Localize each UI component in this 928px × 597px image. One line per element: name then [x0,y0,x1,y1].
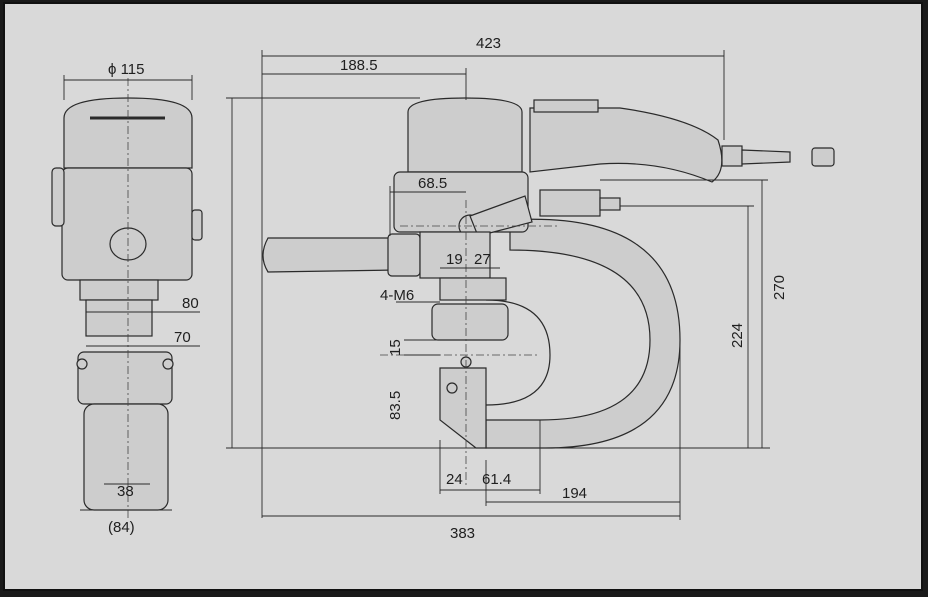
dim-80: 80 [182,295,199,312]
die-frame [77,351,173,405]
side-handle [262,237,397,273]
hose-coupler [811,147,835,167]
valve-fitting [599,197,621,211]
punch-holder [85,299,153,337]
side-view [262,97,835,449]
dim-27: 27 [474,251,491,268]
dim-4-m6: 4-M6 [380,287,414,304]
handle-top [533,99,599,113]
front-view-dimension-lines [63,75,200,511]
punch-adapter [431,303,509,341]
side-view-centerlines [380,200,560,486]
bolt-right [162,358,174,370]
dim-224: 224 [729,323,746,348]
side-boss-right [191,209,203,241]
hose-spring [741,149,791,165]
valve-block [539,189,601,217]
pistol-handle [529,107,723,183]
side-boss-left [51,167,65,227]
side-handle-collar [387,233,421,277]
ram-guide [439,277,507,301]
dim-38: 38 [117,483,134,500]
dim-188-5: 188.5 [340,57,378,74]
dim-68-5: 68.5 [418,175,447,192]
dim-19: 19 [446,251,463,268]
dim-423: 423 [476,35,501,52]
neck [79,279,159,301]
dim-61-4: 61.4 [482,471,511,488]
dim-diameter: ϕ 115 [108,61,144,78]
bolt-left [76,358,88,370]
motor-body [61,167,193,281]
dim-194: 194 [562,485,587,502]
air-fitting [721,145,743,167]
dim-383: 383 [450,525,475,542]
dim-270: 270 [771,275,788,300]
dim-24: 24 [446,471,463,488]
dim-70: 70 [174,329,191,346]
die-bolt [446,382,458,394]
dim-15: 15 [387,339,404,356]
dim-83-5: 83.5 [387,391,404,420]
side-view-dimension-lines [226,50,770,520]
motor-head [407,97,523,173]
dim-84: (84) [108,519,135,536]
